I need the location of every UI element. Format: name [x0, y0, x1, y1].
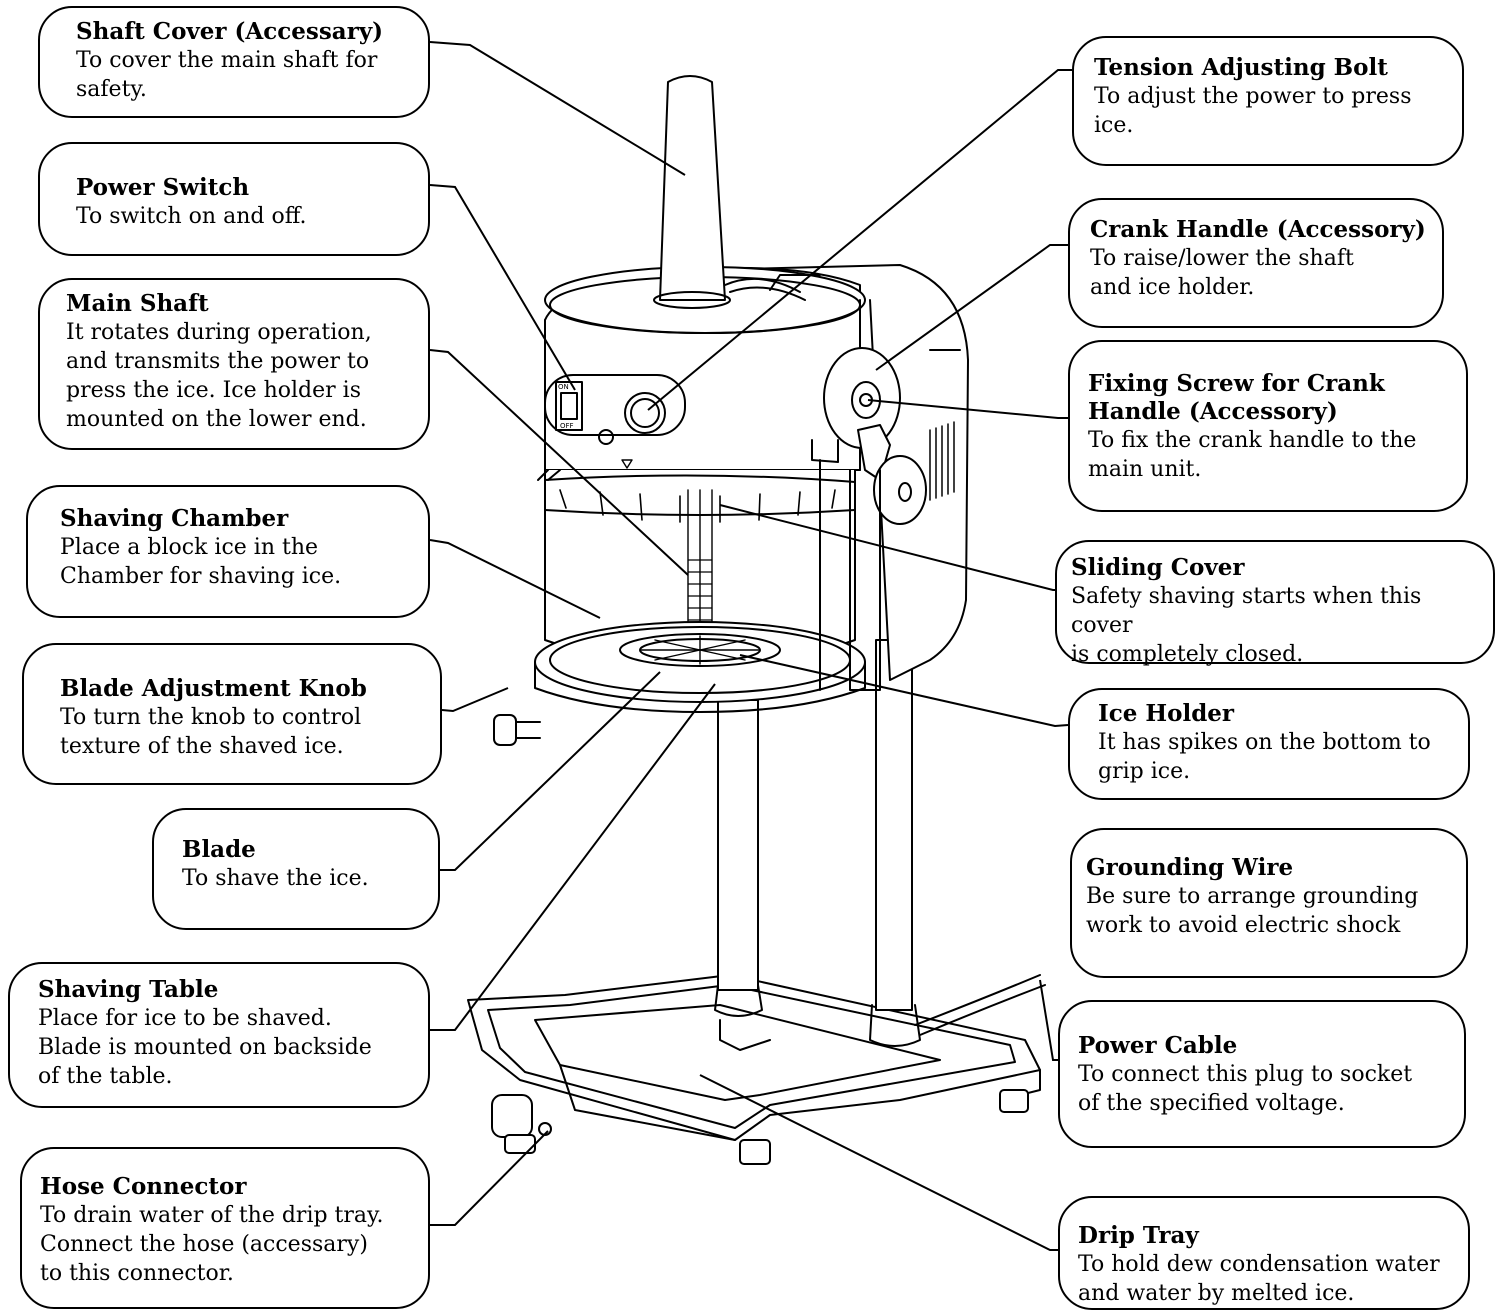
column-drawing	[714, 639, 1046, 1047]
callout-blade: Blade To shave the ice.	[152, 808, 440, 930]
callout-title: Grounding Wire	[1086, 854, 1294, 881]
callout-title: Shaft Cover (Accessary)	[76, 18, 384, 45]
callout-title: Blade	[182, 836, 256, 863]
callout-description: To raise/lower the shaft and ice holder.	[1090, 246, 1354, 300]
shaft-cover-drawing	[653, 75, 806, 309]
callout-title: Sliding Cover	[1071, 554, 1245, 581]
callout-title: Blade Adjustment Knob	[60, 675, 367, 702]
callout-description: To connect this plug to socket of the sp…	[1078, 1062, 1413, 1116]
callout-tension-adjusting-bolt: Tension Adjusting Bolt To adjust the pow…	[1072, 36, 1464, 166]
callout-description: It rotates during operation, and transmi…	[66, 320, 372, 432]
crank-handle-drawing	[811, 347, 927, 525]
callout-drip-tray: Drip Tray To hold dew condensation water…	[1058, 1196, 1470, 1310]
leader-fixing-screw	[867, 399, 1068, 419]
callout-title: Tension Adjusting Bolt	[1094, 54, 1388, 81]
callout-main-shaft: Main Shaft It rotates during operation, …	[38, 278, 430, 450]
callout-description: To shave the ice.	[182, 866, 369, 891]
leader-shaft-cover	[429, 41, 686, 176]
callout-description: Safety shaving starts when this cover is…	[1071, 584, 1422, 667]
callout-title: Power Cable	[1078, 1032, 1238, 1059]
callout-description: To adjust the power to press ice.	[1094, 84, 1412, 138]
callout-description: To drain water of the drip tray. Connect…	[40, 1203, 384, 1286]
callout-shaft-cover: Shaft Cover (Accessary) To cover the mai…	[38, 6, 430, 118]
callout-description: To hold dew condensation water and water…	[1078, 1252, 1440, 1306]
callout-title: Hose Connector	[40, 1173, 247, 1200]
leader-power-switch	[429, 184, 576, 391]
shaving-table-drawing	[493, 459, 881, 746]
switch-on-label: ON	[558, 383, 569, 391]
callout-title: Drip Tray	[1078, 1222, 1199, 1249]
callout-description: To switch on and off.	[76, 204, 307, 229]
leader-blade	[440, 671, 661, 871]
leader-shaving-chamber	[429, 539, 601, 619]
drip-tray-drawing	[467, 974, 1041, 1165]
callout-blade-adjustment-knob: Blade Adjustment Knob To turn the knob t…	[22, 643, 442, 785]
callout-ice-holder: Ice Holder It has spikes on the bottom t…	[1068, 688, 1470, 800]
leader-hose-connector	[430, 1130, 549, 1226]
callout-title: Power Switch	[76, 174, 250, 201]
shaving-chamber-drawing	[537, 459, 856, 661]
callout-title: Ice Holder	[1098, 700, 1235, 727]
callout-title: Crank Handle (Accessory)	[1090, 216, 1426, 243]
callout-title: Shaving Chamber	[60, 505, 289, 532]
callout-shaving-table: Shaving Table Place for ice to be shaved…	[8, 962, 430, 1108]
callout-hose-connector: Hose Connector To drain water of the dri…	[20, 1147, 430, 1309]
callout-power-cable: Power Cable To connect this plug to sock…	[1058, 1000, 1466, 1148]
callout-description: To fix the crank handle to the main unit…	[1088, 428, 1417, 482]
callout-title: Shaving Table	[38, 976, 219, 1003]
callout-shaving-chamber: Shaving Chamber Place a block ice in the…	[26, 485, 430, 618]
callout-power-switch: Power Switch To switch on and off.	[38, 142, 430, 256]
leader-main-shaft	[429, 349, 689, 576]
leader-ice-holder	[739, 654, 1069, 728]
switch-off-label: OFF	[560, 422, 574, 430]
callout-description: It has spikes on the bottom to grip ice.	[1098, 730, 1431, 784]
callout-sliding-cover: Sliding Cover Safety shaving starts when…	[1055, 540, 1495, 667]
callout-title: Main Shaft	[66, 290, 209, 317]
leader-crank-handle	[875, 244, 1068, 371]
callout-description: Place for ice to be shaved. Blade is mou…	[38, 1006, 372, 1089]
callout-title: Fixing Screw for Crank Handle (Accessory…	[1088, 370, 1385, 425]
callout-grounding-wire: Grounding Wire Be sure to arrange ground…	[1070, 828, 1468, 978]
leader-blade-adjustment-knob	[441, 687, 509, 713]
leader-tension-bolt	[647, 69, 1072, 411]
callout-description: To cover the main shaft for safety.	[76, 48, 378, 102]
leader-shaving-table	[430, 683, 716, 1031]
callout-description: To turn the knob to control texture of t…	[60, 705, 362, 759]
callout-description: Place a block ice in the Chamber for sha…	[60, 535, 342, 589]
callout-fixing-screw: Fixing Screw for Crank Handle (Accessory…	[1068, 340, 1468, 512]
callout-description: Be sure to arrange grounding work to avo…	[1086, 884, 1419, 938]
callout-crank-handle: Crank Handle (Accessory) To raise/lower …	[1068, 198, 1444, 328]
